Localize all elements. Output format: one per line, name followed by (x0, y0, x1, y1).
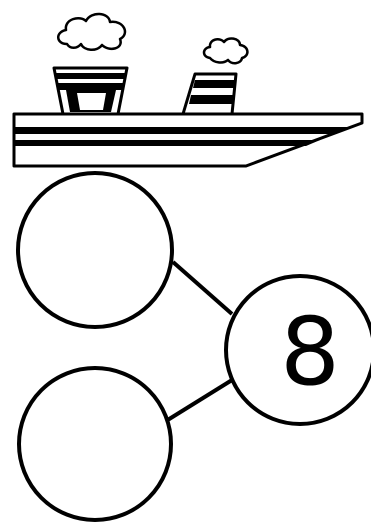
bond-connector-bottom (166, 380, 232, 421)
steamship-icon (14, 14, 362, 166)
smokestack-right (183, 74, 236, 114)
ship-hull (14, 114, 362, 166)
bond-connector-top (173, 262, 232, 314)
part-circle-top[interactable] (18, 173, 172, 327)
number-bond: 8 (18, 173, 371, 520)
whole-value: 8 (280, 298, 340, 407)
smoke-cloud-small (204, 38, 247, 63)
smoke-cloud-large (58, 14, 125, 50)
part-circle-bottom[interactable] (19, 368, 171, 520)
smokestack-left (54, 68, 127, 114)
